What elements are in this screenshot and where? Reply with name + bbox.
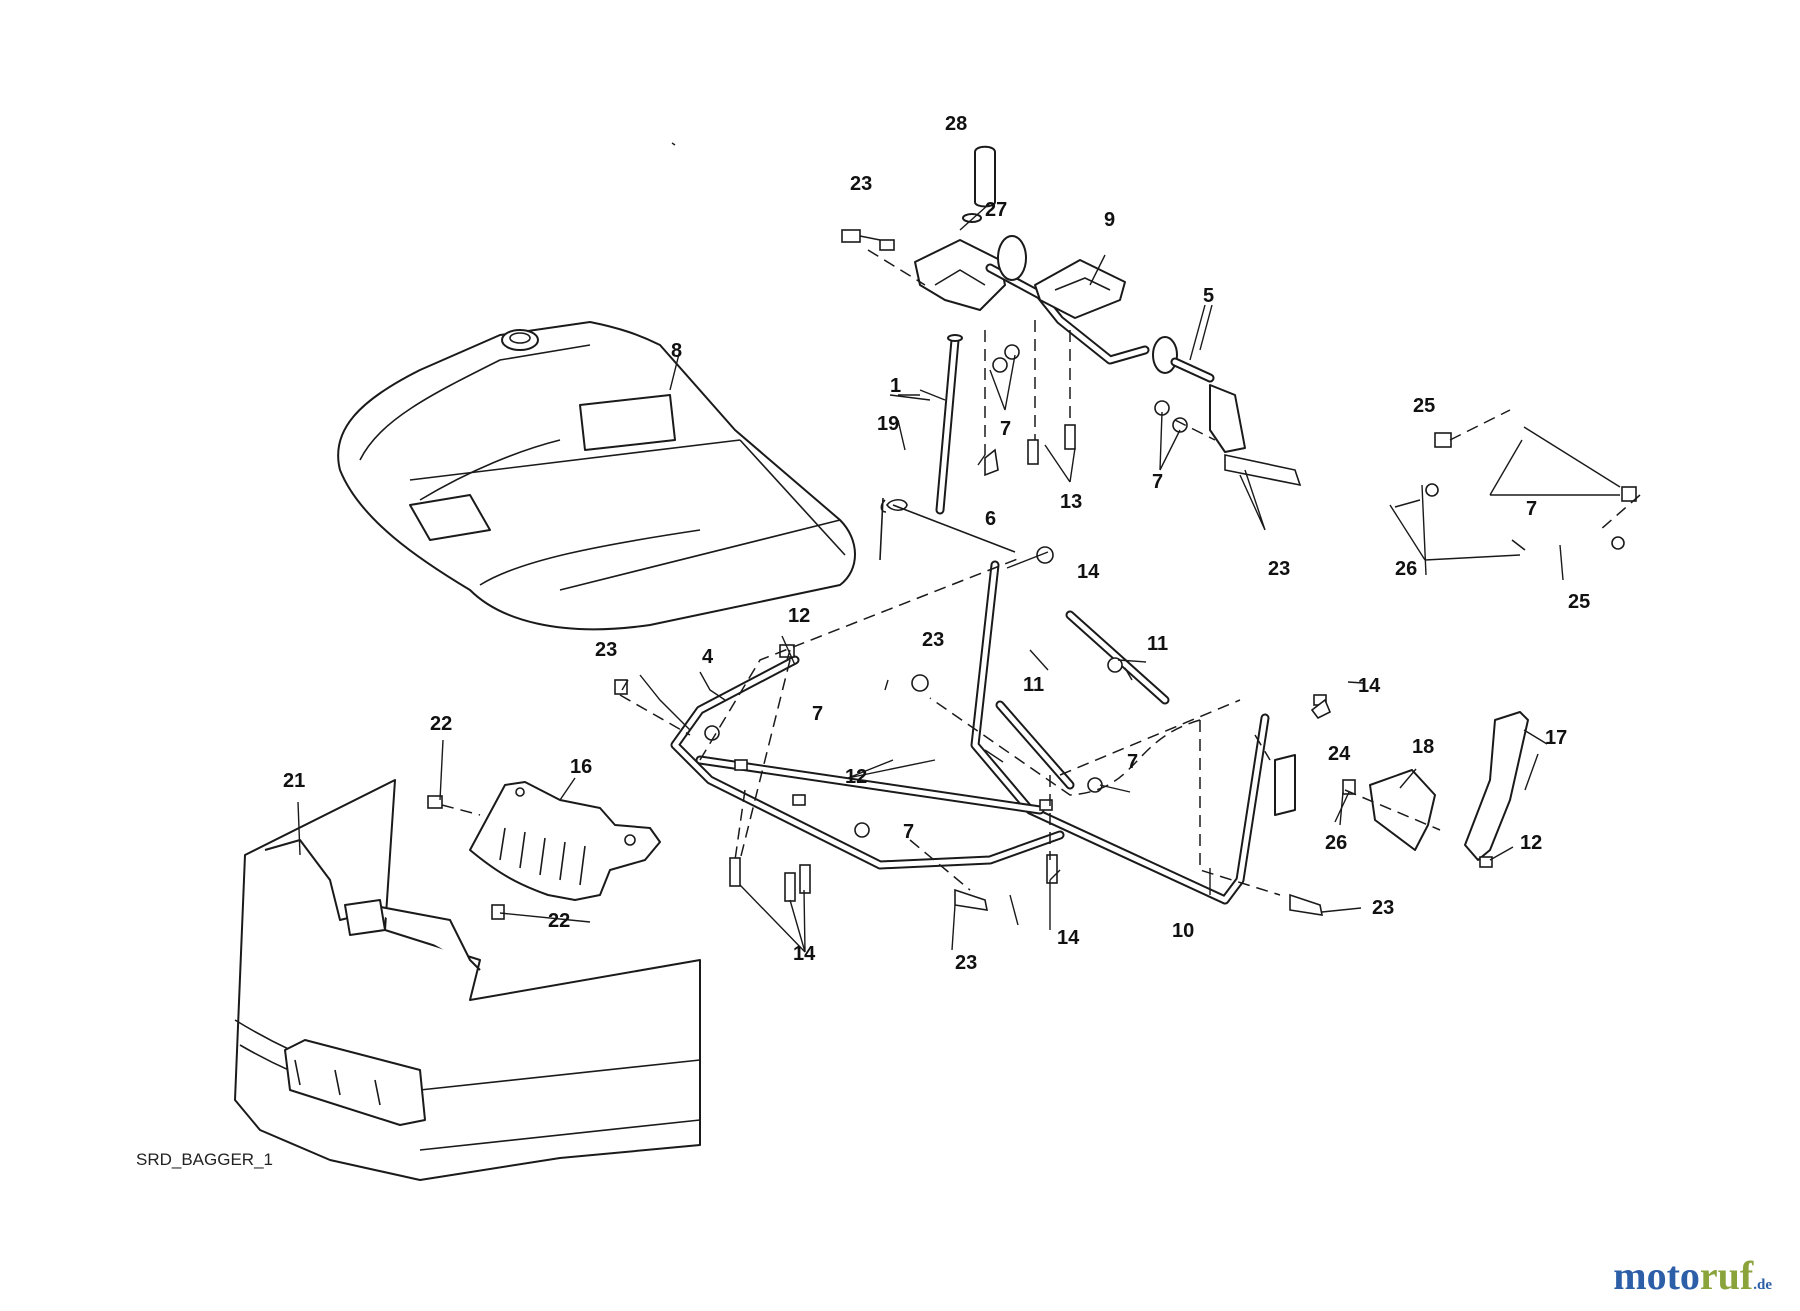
callout-18: 18 bbox=[1412, 736, 1434, 758]
callout-5: 5 bbox=[1203, 285, 1214, 307]
callout-25-bottom: 25 bbox=[1568, 591, 1590, 613]
callout-4: 4 bbox=[702, 646, 714, 668]
callout-23-mid: 23 bbox=[922, 629, 944, 651]
callout-12-mid: 12 bbox=[845, 766, 867, 788]
callout-27: 27 bbox=[985, 199, 1007, 221]
callout-17: 17 bbox=[1545, 727, 1567, 749]
callout-26-top: 26 bbox=[1395, 558, 1417, 580]
callout-6: 6 bbox=[985, 508, 996, 530]
callout-14-right: 14 bbox=[1358, 675, 1381, 697]
callout-26-bottom: 26 bbox=[1325, 832, 1347, 854]
shield-part bbox=[469, 781, 661, 901]
handle-assembly-part bbox=[914, 145, 1246, 515]
callout-10: 10 bbox=[1172, 920, 1194, 942]
callout-23-bottom-right: 23 bbox=[1372, 897, 1394, 919]
frame-part bbox=[670, 560, 1270, 905]
callout-7-right: 7 bbox=[1152, 471, 1163, 493]
callout-1: 1 bbox=[890, 375, 901, 397]
callout-14-top: 14 bbox=[1077, 561, 1100, 583]
callout-12-right: 12 bbox=[1520, 832, 1542, 854]
callout-11-right: 11 bbox=[1147, 633, 1168, 655]
callout-23-right: 23 bbox=[1268, 558, 1290, 580]
callout-28: 28 bbox=[945, 113, 967, 135]
watermark-logo: motoruf.de bbox=[1613, 1252, 1772, 1299]
callout-21: 21 bbox=[283, 770, 305, 792]
callout-13: 13 bbox=[1060, 491, 1082, 513]
cover-top-part bbox=[337, 321, 856, 631]
callout-24: 24 bbox=[1328, 743, 1351, 765]
callout-11-left: 11 bbox=[1023, 674, 1044, 696]
diagram-reference-code: SRD_BAGGER_1 bbox=[136, 1150, 273, 1169]
callout-22-bottom: 22 bbox=[548, 910, 570, 932]
callout-7-handle: 7 bbox=[1000, 418, 1011, 440]
callout-7-low: 7 bbox=[903, 821, 914, 843]
callout-7-frame: 7 bbox=[1127, 751, 1138, 773]
callout-8: 8 bbox=[671, 340, 682, 362]
leader-lines bbox=[297, 142, 1621, 953]
callout-19: 19 bbox=[877, 413, 899, 435]
callout-labels: 28 27 23 9 5 8 1 19 6 7 13 7 23 25 7 26 … bbox=[136, 113, 1590, 1169]
callout-9: 9 bbox=[1104, 209, 1115, 231]
callout-7-far: 7 bbox=[1526, 498, 1537, 520]
callout-16: 16 bbox=[570, 756, 592, 778]
callout-14-mid: 14 bbox=[1057, 927, 1080, 949]
callout-14-left: 14 bbox=[793, 943, 816, 965]
watermark-part-2: ruf bbox=[1699, 1253, 1754, 1298]
assembly-dash-lines bbox=[441, 249, 1641, 896]
callout-7-mid: 7 bbox=[812, 703, 823, 725]
callout-12-top: 12 bbox=[788, 605, 810, 627]
watermark-part-1: moto bbox=[1613, 1253, 1700, 1298]
callout-25-top: 25 bbox=[1413, 395, 1435, 417]
callout-22-top: 22 bbox=[430, 713, 452, 735]
callout-23-bottom: 23 bbox=[955, 952, 977, 974]
callout-23-left: 23 bbox=[595, 639, 617, 661]
collector-bag-part bbox=[234, 779, 701, 1181]
bracket-part bbox=[1274, 711, 1529, 861]
callout-23-handle: 23 bbox=[850, 173, 872, 195]
watermark-part-3: .de bbox=[1753, 1277, 1772, 1293]
